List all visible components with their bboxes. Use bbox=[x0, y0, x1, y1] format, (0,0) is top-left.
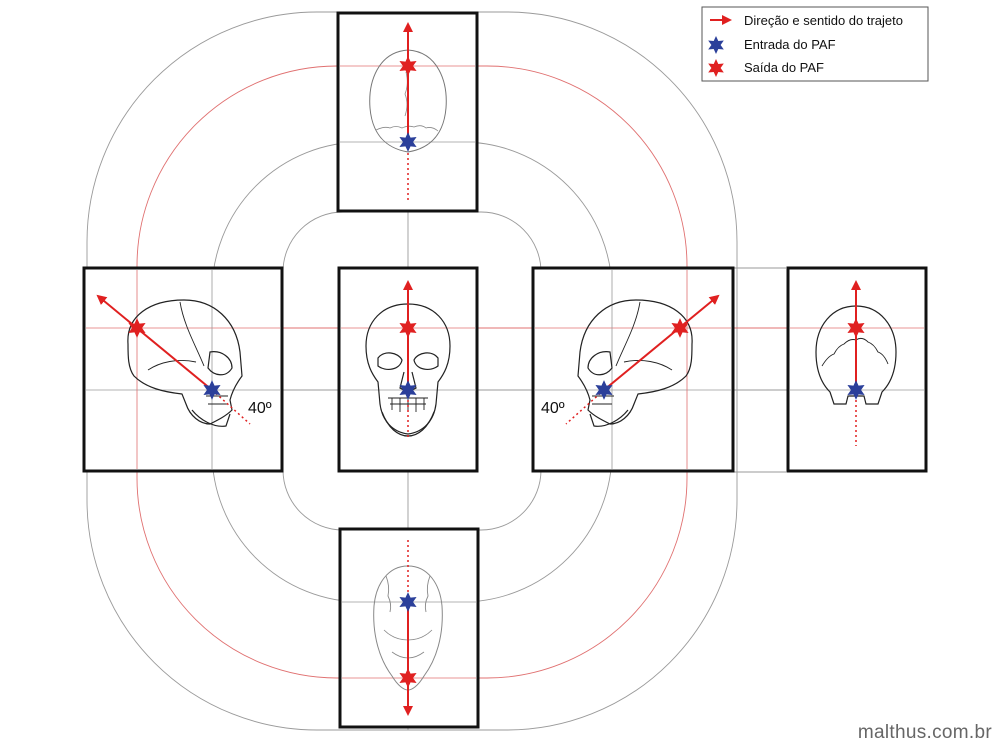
cranium-left-outline bbox=[127, 299, 243, 425]
right-orbit bbox=[413, 352, 439, 370]
left-lateral-mandible bbox=[191, 409, 231, 427]
right-trajectory-arrow bbox=[603, 294, 720, 391]
left-orbit bbox=[377, 352, 403, 370]
legend-exit-label: Saída do PAF bbox=[744, 60, 824, 75]
watermark-text: malthus.com.br bbox=[858, 722, 992, 743]
temporal-line-right bbox=[623, 359, 673, 371]
legend-direction-label: Direção e sentido do trajeto bbox=[744, 13, 903, 28]
frame-right-lateral-view bbox=[531, 266, 735, 473]
right-trajectory-dotted bbox=[565, 389, 605, 425]
coronal-suture-left bbox=[179, 301, 205, 367]
left-trajectory-arrow bbox=[96, 294, 213, 391]
left-trajectory-dotted bbox=[211, 389, 251, 425]
coronal-suture-right bbox=[615, 301, 641, 367]
posterior-view-skull bbox=[815, 280, 897, 446]
temporal-line-left bbox=[147, 359, 197, 371]
frontal-view-skull bbox=[365, 280, 451, 440]
left-lateral-view-skull: 40º bbox=[96, 294, 272, 427]
left-angle-label: 40º bbox=[248, 400, 272, 417]
dental-arch-base bbox=[385, 575, 431, 613]
legend-box bbox=[701, 6, 929, 82]
basal-view-skull bbox=[373, 540, 443, 716]
cranium-front-outline bbox=[365, 303, 451, 435]
left-lateral-orbit bbox=[207, 351, 233, 376]
right-lateral-view-skull: 40º bbox=[541, 294, 720, 427]
right-angle-label: 40º bbox=[541, 400, 565, 417]
right-lateral-mandible bbox=[589, 409, 629, 427]
left-lateral-teeth bbox=[206, 395, 228, 405]
skull-vertex-outline bbox=[369, 49, 447, 153]
frame-left-lateral-view bbox=[82, 266, 284, 473]
legend-entry-label: Entrada do PAF bbox=[744, 37, 836, 52]
legend: Direção e sentido do trajeto Entrada do … bbox=[701, 6, 929, 82]
top-view-skull bbox=[369, 22, 447, 200]
cranium-right-outline bbox=[577, 299, 693, 425]
right-lateral-orbit bbox=[587, 351, 613, 376]
